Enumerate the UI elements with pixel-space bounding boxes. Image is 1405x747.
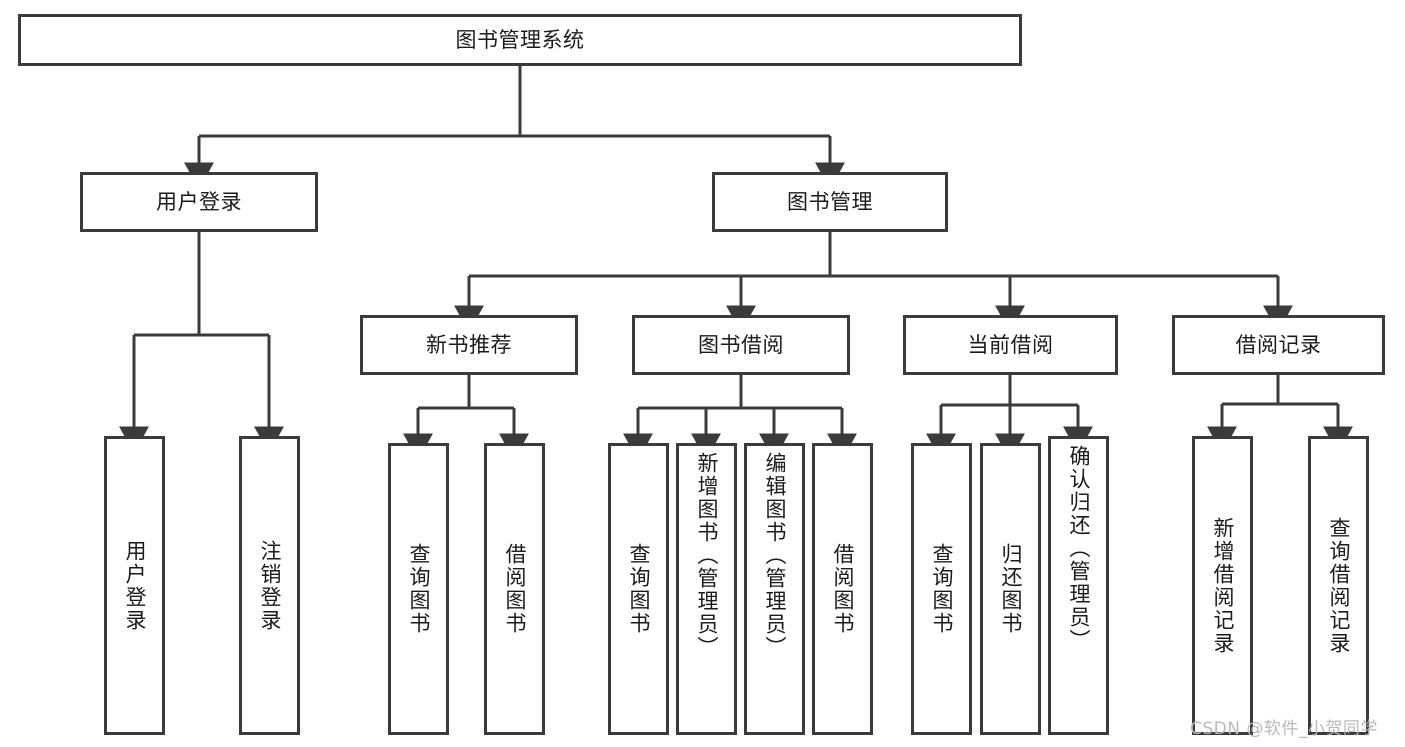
node-leaf-query-book-2-label: 查询图书 <box>626 543 651 635</box>
node-current-borrow-label: 当前借阅 <box>967 332 1054 357</box>
node-new-book-recommend[interactable]: 新书推荐 <box>360 315 578 375</box>
node-leaf-edit-book-label: 编辑图书（管理员） <box>762 452 787 659</box>
node-leaf-edit-book[interactable]: 编辑图书（管理员） <box>744 443 805 735</box>
node-leaf-return-book[interactable]: 归还图书 <box>980 443 1041 735</box>
node-leaf-return-book-label: 归还图书 <box>998 543 1023 635</box>
node-leaf-query-record-label: 查询借阅记录 <box>1326 516 1351 655</box>
node-root[interactable]: 图书管理系统 <box>18 14 1022 66</box>
node-leaf-add-record[interactable]: 新增借阅记录 <box>1192 436 1253 735</box>
node-leaf-add-book-label: 新增图书（管理员） <box>694 452 719 659</box>
node-current-borrow[interactable]: 当前借阅 <box>903 315 1118 375</box>
node-user-login[interactable]: 用户登录 <box>80 172 318 232</box>
node-leaf-query-book-3[interactable]: 查询图书 <box>911 443 972 735</box>
node-leaf-query-record[interactable]: 查询借阅记录 <box>1308 436 1369 735</box>
node-borrow-record[interactable]: 借阅记录 <box>1172 315 1385 375</box>
node-leaf-query-book-1-label: 查询图书 <box>406 543 431 635</box>
node-book-management[interactable]: 图书管理 <box>712 172 948 232</box>
node-user-login-label: 用户登录 <box>156 189 242 214</box>
node-borrow-record-label: 借阅记录 <box>1235 332 1322 357</box>
node-leaf-query-book-2[interactable]: 查询图书 <box>608 443 669 735</box>
node-leaf-logout[interactable]: 注销登录 <box>239 436 300 735</box>
node-leaf-logout-label: 注销登录 <box>257 539 282 632</box>
node-leaf-add-book[interactable]: 新增图书（管理员） <box>676 443 737 735</box>
node-leaf-add-record-label: 新增借阅记录 <box>1210 516 1235 655</box>
node-leaf-confirm-return-label: 确认归还（管理员） <box>1066 445 1091 652</box>
node-book-borrow-label: 图书借阅 <box>698 332 784 357</box>
node-book-borrow[interactable]: 图书借阅 <box>632 315 850 375</box>
csdn-watermark: CSDN @软件_小贺同学 <box>1190 719 1378 739</box>
node-leaf-borrow-book-2-label: 借阅图书 <box>830 543 855 635</box>
node-leaf-confirm-return[interactable]: 确认归还（管理员） <box>1048 436 1109 735</box>
node-leaf-borrow-book-1[interactable]: 借阅图书 <box>484 443 545 735</box>
node-new-book-recommend-label: 新书推荐 <box>426 332 512 357</box>
node-leaf-user-login[interactable]: 用户登录 <box>104 436 165 735</box>
node-book-management-label: 图书管理 <box>787 189 873 214</box>
node-root-label: 图书管理系统 <box>455 27 585 52</box>
node-leaf-query-book-3-label: 查询图书 <box>929 543 954 635</box>
node-leaf-query-book-1[interactable]: 查询图书 <box>388 443 449 735</box>
node-leaf-borrow-book-1-label: 借阅图书 <box>502 543 527 635</box>
node-leaf-borrow-book-2[interactable]: 借阅图书 <box>812 443 873 735</box>
node-leaf-user-login-label: 用户登录 <box>122 539 147 632</box>
